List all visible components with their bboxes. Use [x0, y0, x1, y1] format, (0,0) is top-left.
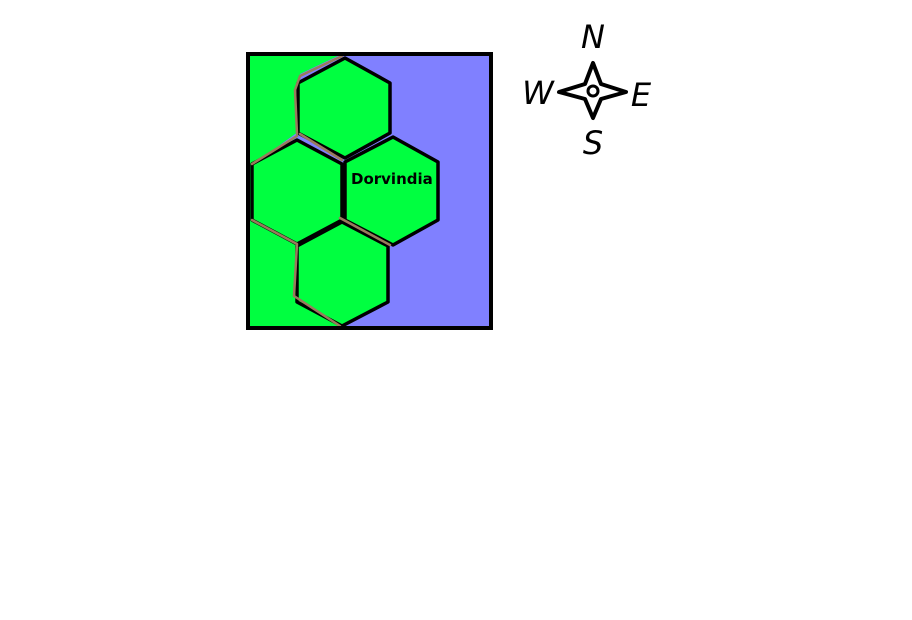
compass-west-label: W	[522, 74, 555, 112]
coastline-north	[293, 54, 344, 136]
hex-tile-dorvindia[interactable]	[343, 135, 440, 247]
compass-rose-icon	[557, 61, 628, 120]
compass-rose: N S W E	[522, 18, 652, 162]
coastline-strokes	[250, 54, 392, 328]
compass-north-label: N	[581, 18, 605, 56]
compass-east-label: E	[631, 76, 652, 114]
region-label-dorvindia: Dorvindia	[351, 170, 433, 188]
coastline-west	[250, 134, 342, 328]
land-area	[248, 54, 344, 328]
map-border	[246, 52, 493, 330]
inner-edge-stroke	[298, 132, 392, 247]
compass-south-label: S	[583, 124, 603, 162]
